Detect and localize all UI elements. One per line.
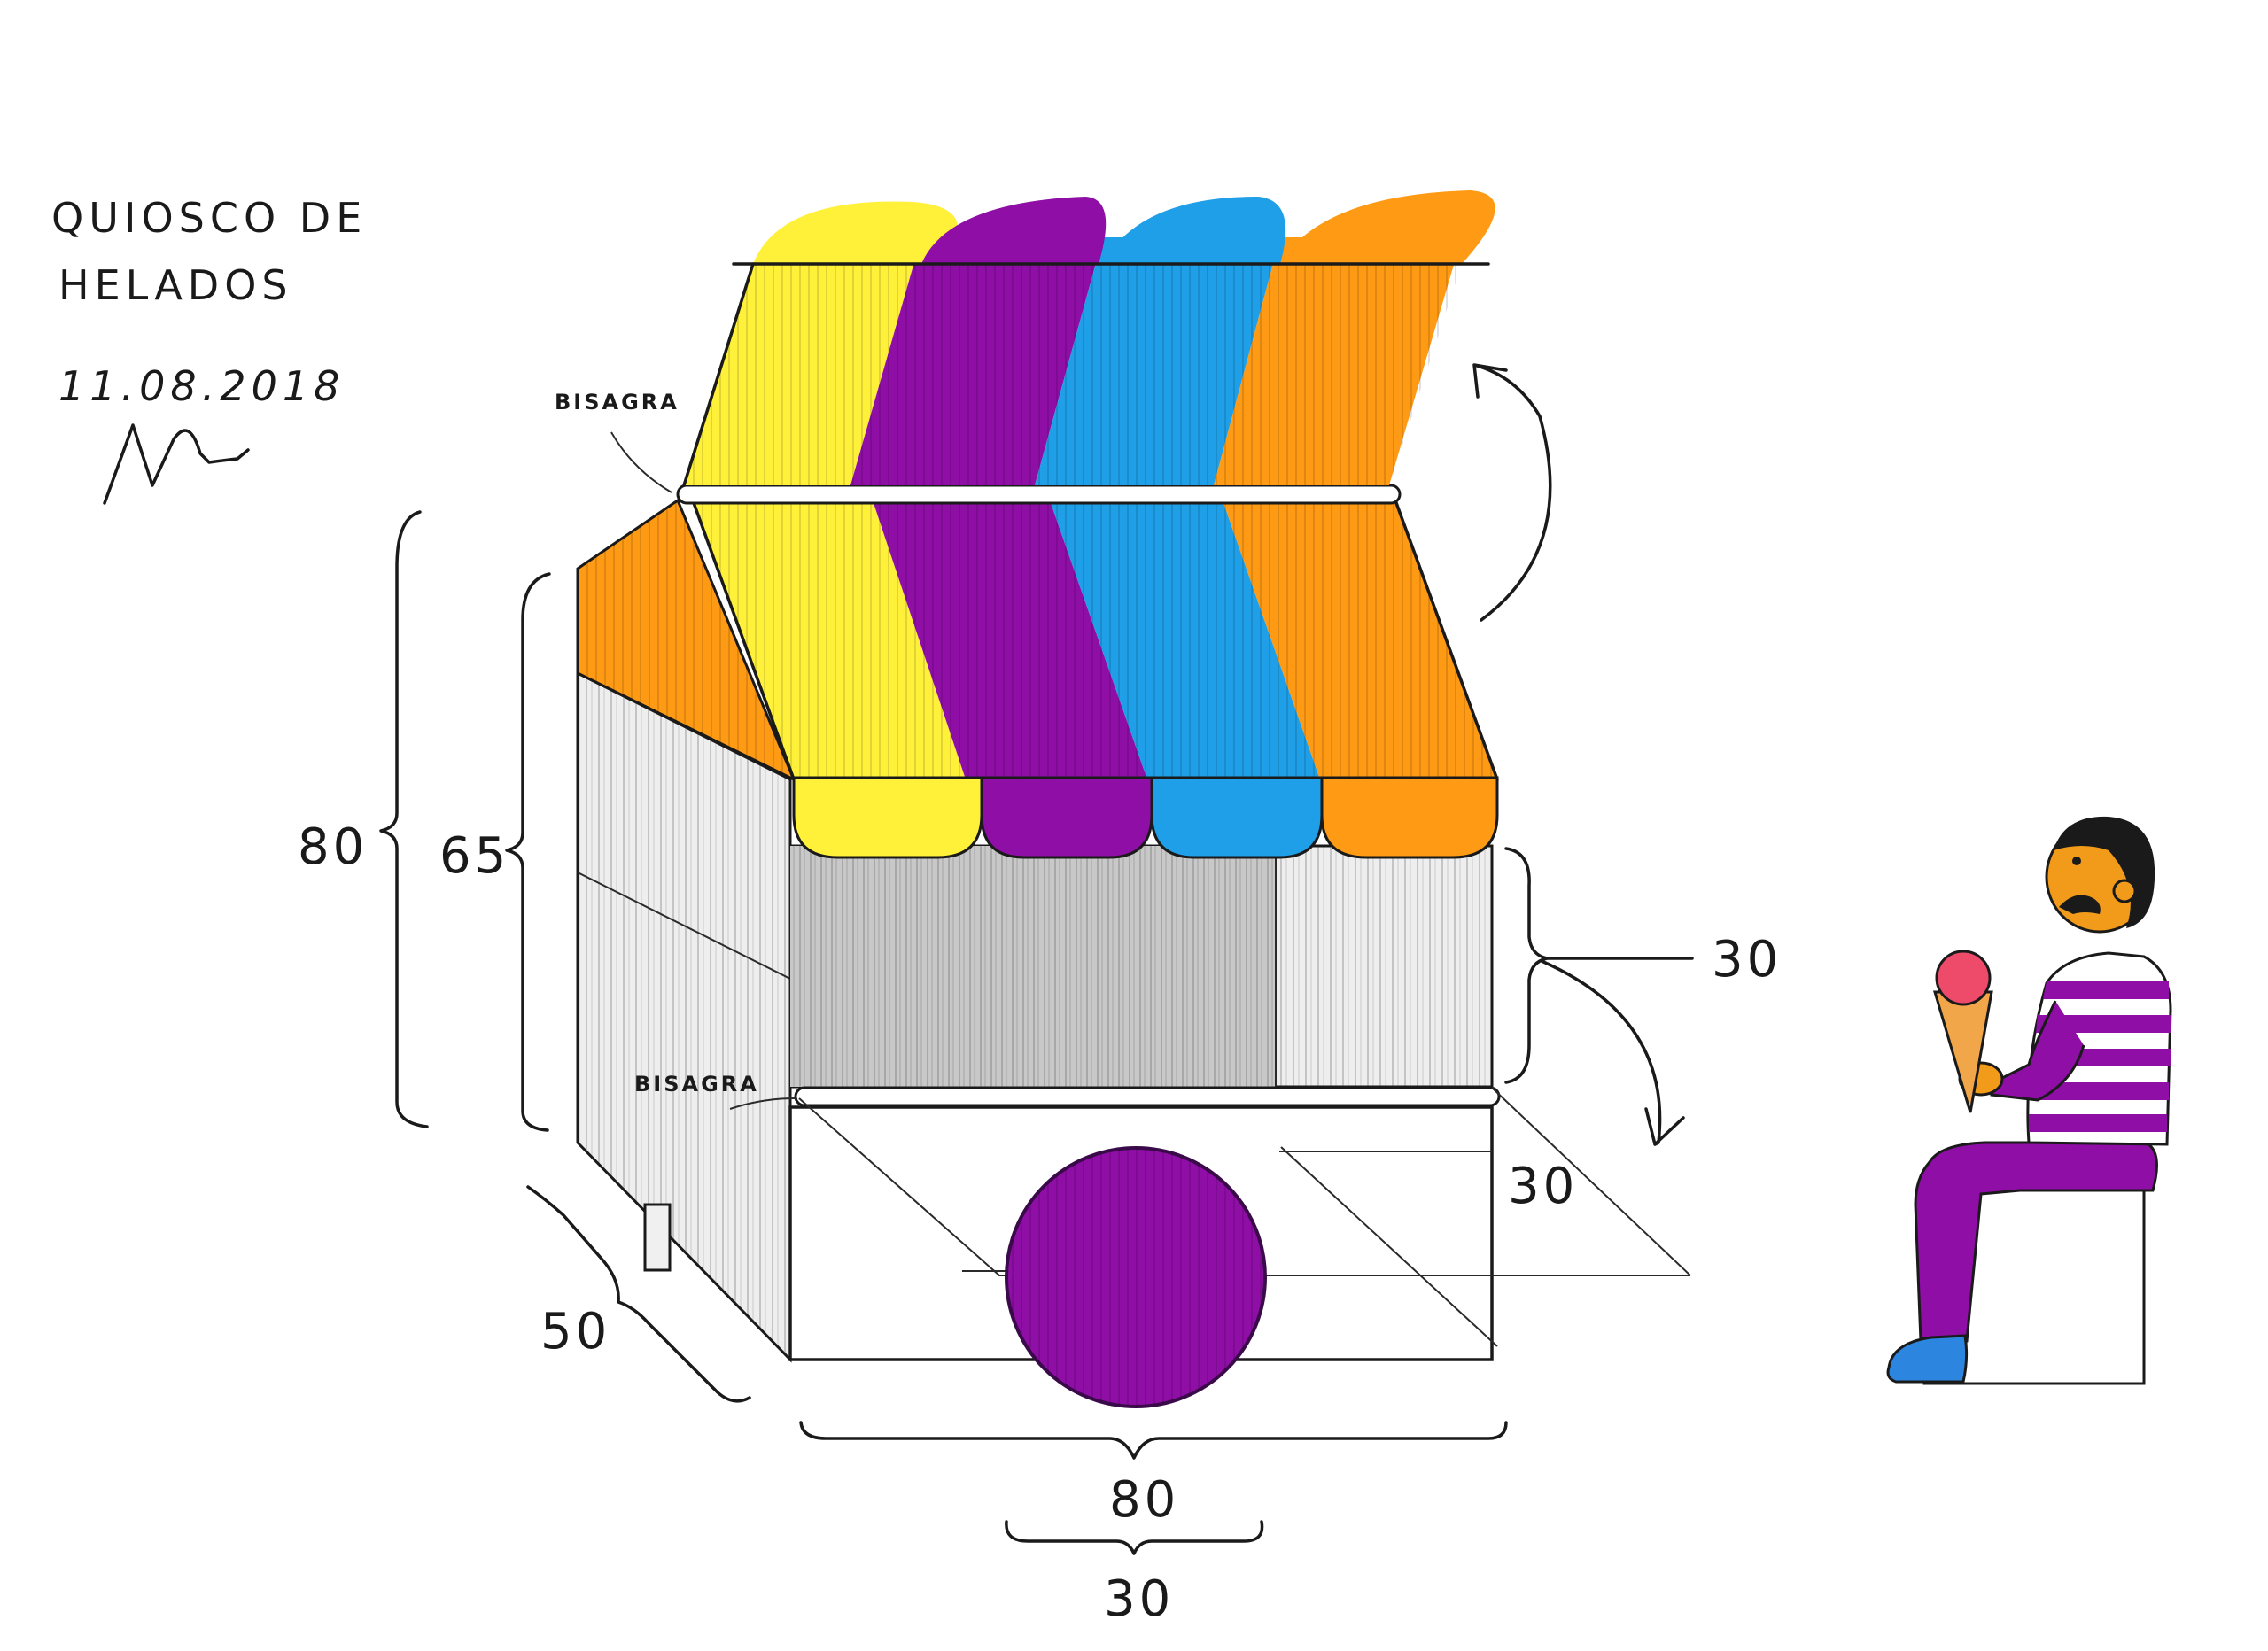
dim-wheel: 30 bbox=[1104, 1570, 1174, 1628]
brace-wheel bbox=[1005, 1520, 1264, 1555]
dim-front-flap: 30 bbox=[1712, 931, 1782, 988]
signature-icon bbox=[103, 423, 250, 505]
brace-width bbox=[799, 1421, 1508, 1460]
valance-orange bbox=[1320, 776, 1499, 859]
brace-total-height bbox=[379, 510, 429, 1128]
side-panel bbox=[576, 670, 792, 1363]
awning bbox=[576, 190, 1499, 859]
curved-arrow-up-icon bbox=[1472, 363, 1552, 622]
valance-yellow bbox=[792, 776, 983, 859]
label-hinge-top: BISAGRA bbox=[555, 390, 680, 415]
brace-depth bbox=[526, 1185, 751, 1403]
brace-front-flap bbox=[1504, 847, 1549, 1084]
valance-purple bbox=[980, 776, 1153, 859]
person-mustache bbox=[2059, 895, 2101, 914]
ice-cream-scoop bbox=[1935, 950, 1992, 1006]
hinge-bar-top bbox=[676, 484, 1402, 505]
brace-body-height bbox=[505, 572, 551, 1132]
title-line-1: QUIOSCO DE bbox=[51, 194, 367, 242]
dim-counter-depth: 30 bbox=[1508, 1158, 1578, 1215]
kiosk-body bbox=[576, 670, 1691, 1408]
dim-depth: 50 bbox=[540, 1303, 610, 1360]
stand-leg bbox=[643, 1203, 672, 1272]
person-shoe bbox=[1886, 1334, 1969, 1384]
dim-width: 80 bbox=[1109, 1471, 1179, 1529]
person-legs bbox=[1914, 1141, 2158, 1343]
seated-person bbox=[1886, 816, 2172, 1385]
person-hair bbox=[2054, 816, 2155, 928]
title-line-2: HELADOS bbox=[58, 261, 293, 309]
dim-total-height: 80 bbox=[298, 818, 368, 876]
sketch-date: 11.08.2018 bbox=[58, 362, 345, 410]
title-block: QUIOSCO DE HELADOS 11.08.2018 bbox=[51, 194, 367, 505]
person-arm bbox=[1990, 1000, 2085, 1102]
curved-arrow-down-icon bbox=[1540, 959, 1685, 1146]
label-hinge-bottom: BISAGRA bbox=[634, 1072, 759, 1097]
hinge-bar-bottom bbox=[794, 1086, 1501, 1107]
valance-blue bbox=[1150, 776, 1324, 859]
dim-body-height: 65 bbox=[439, 827, 509, 885]
